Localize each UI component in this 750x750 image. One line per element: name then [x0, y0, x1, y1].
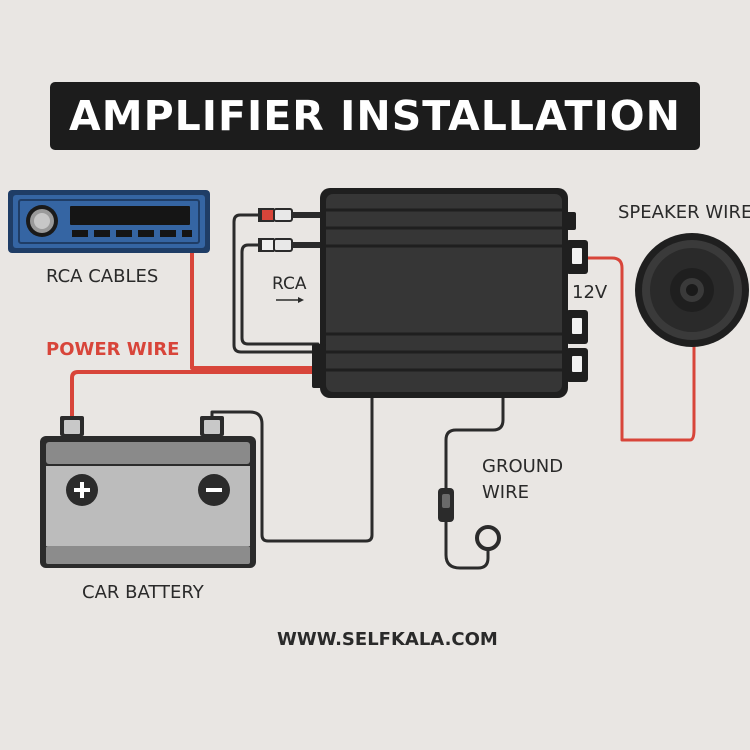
car-battery: [40, 416, 256, 568]
ground-wire: [444, 396, 505, 492]
battery-negative-wire: [210, 396, 374, 543]
amplifier: [312, 188, 588, 398]
speaker-wire: [586, 256, 696, 442]
ground-wire-lower: [444, 518, 490, 570]
title-banner: AMPLIFIER INSTALLATION: [50, 82, 700, 150]
speaker-wire-label: SPEAKER WIRE: [618, 202, 750, 223]
ground-connector: [438, 488, 454, 522]
amp-terminal-1: [566, 240, 588, 274]
power-wire-headunit: [190, 250, 322, 370]
page-title: AMPLIFIER INSTALLATION: [69, 92, 681, 140]
rca-arrow-icon: [276, 297, 304, 303]
head-unit: [8, 190, 210, 253]
rca-plug-red: [258, 208, 322, 222]
rca-label: RCA: [272, 274, 307, 294]
speaker-icon: [635, 233, 749, 347]
voltage-label: 12V: [572, 282, 608, 303]
power-wire-battery: [70, 370, 322, 422]
plus-icon: [66, 474, 98, 506]
car-battery-label: CAR BATTERY: [82, 582, 204, 603]
minus-icon: [198, 474, 230, 506]
knob-icon: [26, 205, 58, 237]
amp-terminal-2: [566, 310, 588, 344]
website-label: WWW.SELFKALA.COM: [277, 629, 498, 650]
ring-terminal-icon: [475, 525, 501, 551]
rca-cable-1: [232, 213, 320, 354]
rca-plug-white: [258, 238, 322, 252]
ground-label-line2: WIRE: [482, 482, 529, 503]
rca-cables-label: RCA CABLES: [46, 266, 159, 287]
ground-label-line1: GROUND: [482, 456, 564, 477]
rca-cable-2: [240, 243, 320, 346]
power-wire-label: POWER WIRE: [46, 339, 180, 360]
amp-terminal-3: [566, 348, 588, 382]
